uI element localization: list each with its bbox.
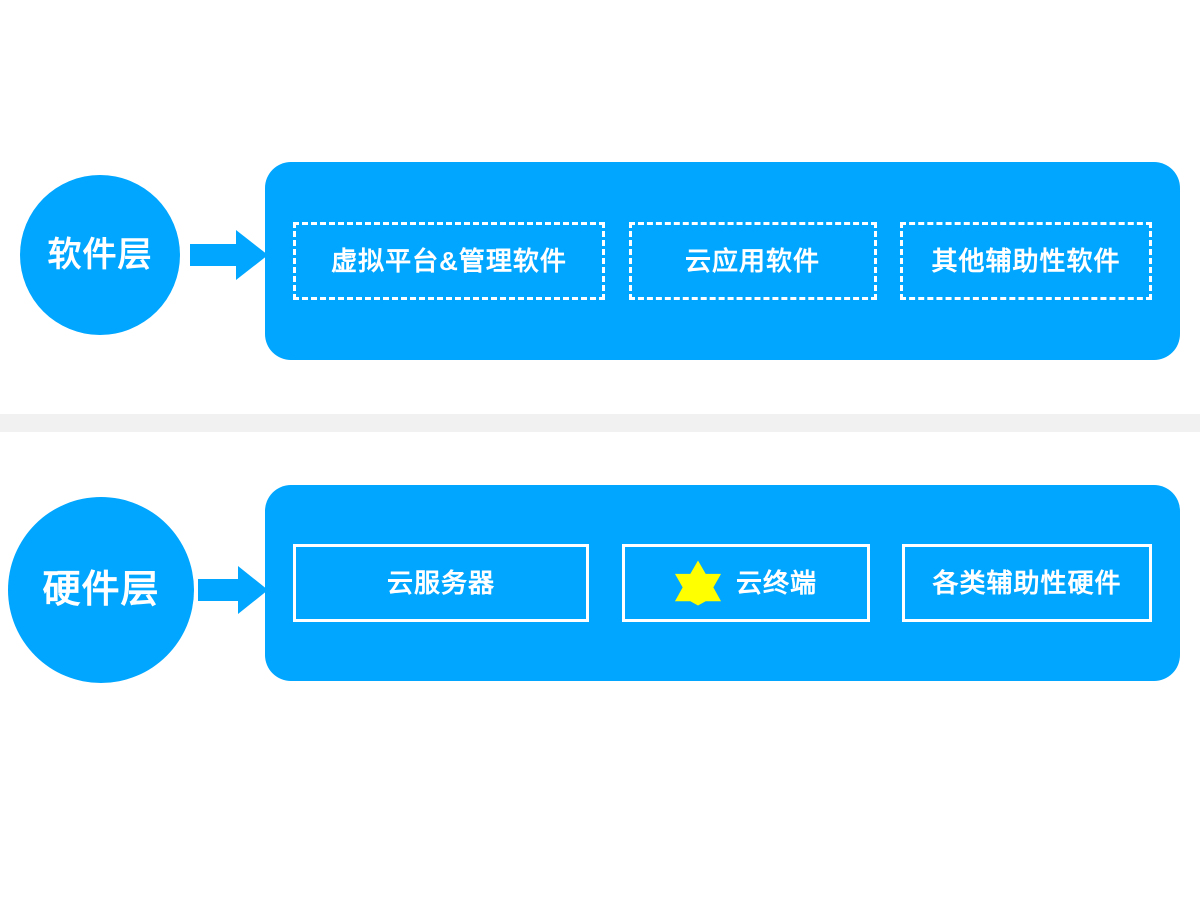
software-item-other-auxiliary-label: 其他辅助性软件 [931,246,1121,276]
hardware-layer-badge-label: 硬件层 [42,569,160,611]
software-layer-row: 软件层 虚拟平台&管理软件 云应用软件 其他辅助性软件 [0,0,1200,414]
hardware-item-cloud-server-label: 云服务器 [386,568,495,598]
software-item-virtual-platform-label: 虚拟平台&管理软件 [331,246,567,276]
right-arrow-icon [198,566,268,614]
hardware-item-auxiliary-hardware-label: 各类辅助性硬件 [932,568,1122,598]
software-item-virtual-platform[interactable]: 虚拟平台&管理软件 [293,222,605,300]
software-item-cloud-application[interactable]: 云应用软件 [628,222,877,300]
right-arrow-icon [190,230,268,280]
six-pointed-star-icon [674,560,722,606]
software-layer-badge[interactable]: 软件层 [20,175,180,335]
hardware-layer-panel: 云服务器 云终端 各类辅助性硬件 [265,485,1180,681]
hardware-item-cloud-server[interactable]: 云服务器 [293,544,589,622]
software-item-cloud-application-label: 云应用软件 [684,246,820,276]
hardware-item-auxiliary-hardware[interactable]: 各类辅助性硬件 [902,544,1152,622]
software-layer-badge-label: 软件层 [47,236,153,274]
section-divider-band [0,414,1200,432]
hardware-layer-row: 硬件层 云服务器 云终端 各类辅助性硬件 [0,432,1200,900]
hardware-item-cloud-terminal-label: 云终端 [735,568,817,598]
software-item-other-auxiliary[interactable]: 其他辅助性软件 [900,222,1152,300]
hardware-layer-badge[interactable]: 硬件层 [8,497,194,683]
hardware-item-cloud-terminal[interactable]: 云终端 [621,544,870,622]
software-layer-panel: 虚拟平台&管理软件 云应用软件 其他辅助性软件 [265,162,1180,360]
